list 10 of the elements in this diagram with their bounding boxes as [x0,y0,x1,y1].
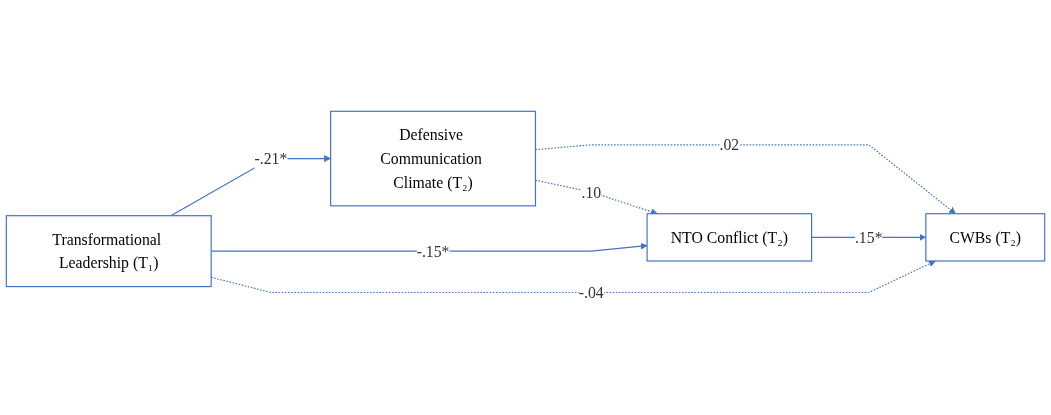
edge-label: .15* [854,228,883,246]
node-box: Transformational Leadership (T₁) [5,214,212,287]
edge-label: .10 [581,183,602,201]
node-box: NTO Conflict (T₂) [646,212,813,262]
node-box: CWBs (T₂) [925,212,1046,262]
edge-label: -.04 [578,283,604,301]
node-box: Defensive Communication Climate (T₂) [330,110,537,207]
edge-label: .02 [719,135,740,154]
edge-label: -.21* [254,149,288,167]
edge-label: -.15* [416,242,450,260]
